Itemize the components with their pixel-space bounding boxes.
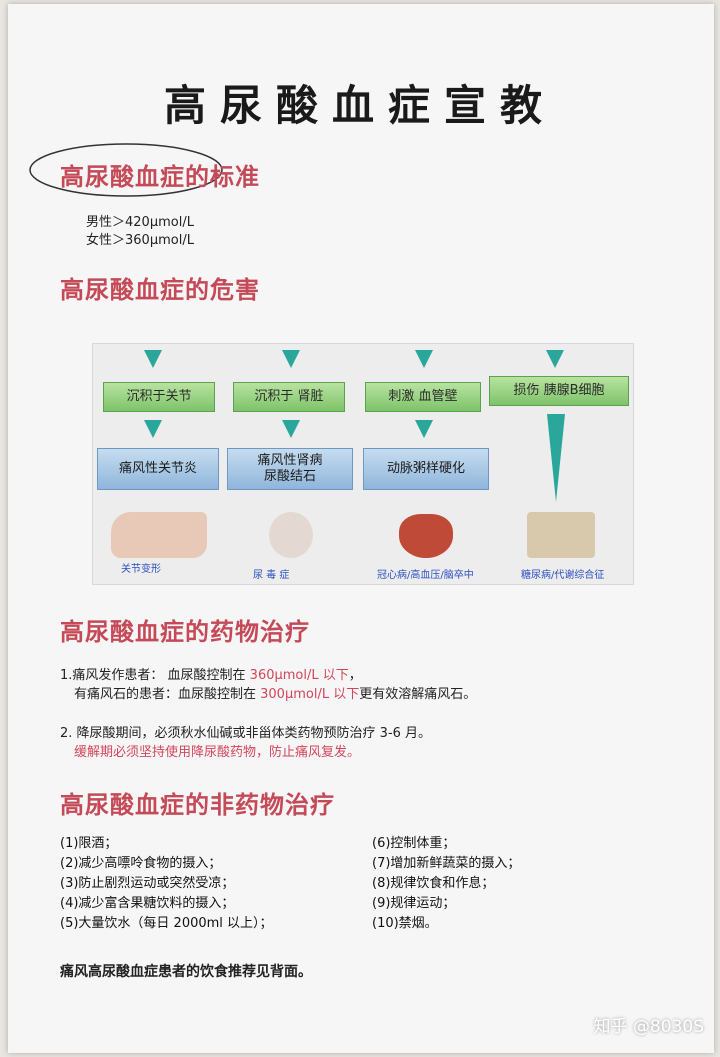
drug-item-2-line-2: 缓解期必须坚持使用降尿酸药物，防止痛风复发。: [74, 745, 361, 760]
non-drug-therapy-heading: 高尿酸血症的非药物治疗: [60, 791, 335, 819]
long-arrow-down-icon: [547, 414, 565, 502]
standard-heading: 高尿酸血症的标准: [60, 163, 260, 191]
pen-circle-annotation: [29, 143, 223, 197]
female-standard: 女性＞360μmol/L: [86, 233, 194, 248]
list-item: (10)禁烟。: [372, 916, 438, 931]
harm-top-box: 沉积于 肾脏: [233, 382, 345, 412]
harm-mid-box: 痛风性关节炎: [97, 448, 219, 490]
drug-therapy-heading: 高尿酸血症的药物治疗: [60, 618, 310, 646]
hand-image: [111, 512, 207, 558]
male-standard: 男性＞420μmol/L: [86, 215, 194, 230]
cell-image: [527, 512, 595, 558]
arrow-down-icon: [415, 420, 433, 438]
watermark: 知乎 @8030S: [593, 1017, 704, 1037]
list-item: (8)规律饮食和作息；: [372, 876, 495, 891]
kidney-image: [269, 512, 313, 558]
list-item: (4)减少富含果糖饮料的摄入；: [60, 896, 235, 911]
non-drug-list-left: (1)限酒； (2)减少高嘌呤食物的摄入； (3)防止剧烈运动或突然受凉； (4…: [60, 834, 273, 934]
page-title: 高尿酸血症宣教: [163, 81, 556, 130]
harm-top-box: 沉积于关节: [103, 382, 215, 412]
harm-top-box: 刺激 血管壁: [365, 382, 481, 412]
arrow-down-icon: [282, 420, 300, 438]
footer-note: 痛风高尿酸血症患者的饮食推荐见背面。: [60, 964, 312, 980]
list-item: (9)规律运动；: [372, 896, 456, 911]
harm-caption: 冠心病/高血压/脑卒中: [377, 570, 474, 581]
harm-caption: 尿 毒 症: [253, 570, 290, 581]
heart-image: [399, 514, 453, 558]
arrow-down-icon: [144, 350, 162, 368]
drug-item-1-line-2: 有痛风石的患者：血尿酸控制在 300μmol/L 以下更有效溶解痛风石。: [74, 687, 477, 702]
harm-top-box: 损伤 胰腺B细胞: [489, 376, 629, 406]
harm-mid-box: 痛风性肾病 尿酸结石: [227, 448, 353, 490]
arrow-down-icon: [546, 350, 564, 368]
harm-caption: 糖尿病/代谢综合征: [521, 570, 605, 581]
list-item: (2)减少高嘌呤食物的摄入；: [60, 856, 222, 871]
list-item: (3)防止剧烈运动或突然受凉；: [60, 876, 235, 891]
harm-mid-box: 动脉粥样硬化: [363, 448, 489, 490]
harm-heading: 高尿酸血症的危害: [60, 276, 260, 304]
list-item: (6)控制体重；: [372, 836, 456, 851]
list-item: (7)增加新鲜蔬菜的摄入；: [372, 856, 521, 871]
arrow-down-icon: [415, 350, 433, 368]
list-item: (5)大量饮水（每日 2000ml 以上）；: [60, 916, 273, 931]
arrow-down-icon: [144, 420, 162, 438]
drug-item-1-line-1: 1.痛风发作患者： 血尿酸控制在 360μmol/L 以下，: [60, 668, 362, 683]
list-item: (1)限酒；: [60, 836, 118, 851]
drug-item-2-line-1: 2. 降尿酸期间，必须秋水仙碱或非甾体类药物预防治疗 3-6 月。: [60, 726, 432, 741]
harm-diagram: 沉积于关节 痛风性关节炎 关节变形 沉积于 肾脏 痛风性肾病 尿酸结石 尿 毒 …: [92, 343, 634, 585]
arrow-down-icon: [282, 350, 300, 368]
non-drug-list-right: (6)控制体重； (7)增加新鲜蔬菜的摄入； (8)规律饮食和作息； (9)规律…: [372, 834, 520, 934]
harm-caption: 关节变形: [121, 564, 161, 575]
